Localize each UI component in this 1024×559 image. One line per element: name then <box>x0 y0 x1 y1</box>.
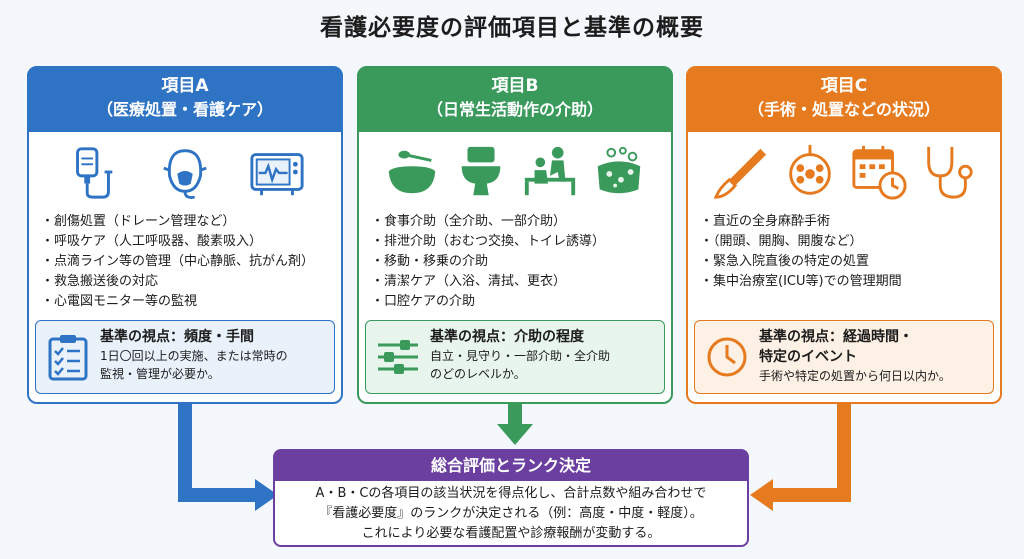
card-a-basis-box: 基準の視点：頻度・手間 1日〇回以上の実施、または常時の 監視・管理が必要か。 <box>35 320 335 394</box>
card-a-basis-desc-2: 監視・管理が必要か。 <box>100 367 220 381</box>
card-c-header: 項目C （手術・処置などの状況） <box>686 66 1002 132</box>
card-b-item-list: 食事介助（全介助、一部介助） 排泄介助（おむつ交換、トイレ誘導） 移動・移乗の介… <box>371 212 667 312</box>
card-c-basis-title: 基準の視点：経過時間・ <box>759 329 913 345</box>
card-b-basis-desc-1: 自立・見守り・一部介助・全介助 <box>430 349 611 363</box>
clock-icon <box>707 337 747 377</box>
summary-line-2: 『看護必要度』のランクが決定される（例：高度・中度・軽度）。 <box>319 506 703 521</box>
list-item: 創傷処置（ドレーン管理など） <box>41 212 337 232</box>
list-item: 移動・移乗の介助 <box>371 252 667 272</box>
card-c-item-list: 直近の全身麻酔手術 （開頭、開胸、開腹など） 緊急入院直後の特定の処置 集中治療… <box>700 212 996 292</box>
scalpel-icon <box>713 148 766 199</box>
list-item: 排泄介助（おむつ交換、トイレ誘導） <box>371 232 667 252</box>
clipboard-checklist-icon <box>48 335 88 381</box>
list-item: 呼吸ケア（人工呼吸器、酸素吸入） <box>41 232 337 252</box>
card-a-item-list: 創傷処置（ドレーン管理など） 呼吸ケア（人工呼吸器、酸素吸入） 点滴ライン等の管… <box>41 212 337 312</box>
summary-box: 総合評価とランク決定 A・B・Cの各項目の該当状況を得点化し、合計点数や組み合わ… <box>273 449 749 547</box>
list-item-continuation: （開頭、開胸、開腹など） <box>700 232 996 252</box>
card-c-icons <box>688 140 1000 204</box>
card-a-header: 項目A （医療処置・看護ケア） <box>27 66 343 132</box>
card-b-basis-desc-2: のどのレベルか。 <box>430 367 526 381</box>
card-c-title: 項目C <box>820 76 868 96</box>
list-item: 集中治療室(ICU等)での管理期間 <box>700 272 996 292</box>
iv-drip-icon <box>76 147 113 199</box>
bowl-spoon-icon <box>388 150 435 194</box>
card-item-b: 項目B （日常生活動作の介助） <box>357 66 673 404</box>
arrow-a-to-summary <box>178 404 258 502</box>
card-b-icons <box>359 140 671 204</box>
summary-line-1: A・B・Cの各項目の該当状況を得点化し、合計点数や組み合わせで <box>315 486 707 501</box>
calendar-clock-icon <box>851 145 907 200</box>
card-a-subtitle: （医療処置・看護ケア） <box>96 100 273 119</box>
card-b-basis-box: 基準の視点：介助の程度 自立・見守り・一部介助・全介助 のどのレベルか。 <box>365 320 665 394</box>
summary-body: A・B・Cの各項目の該当状況を得点化し、合計点数や組み合わせで 『看護必要度』の… <box>275 481 747 544</box>
surgical-light-icon <box>788 144 831 195</box>
card-a-basis-title: 基準の視点：頻度・手間 <box>100 329 254 345</box>
stethoscope-icon <box>926 146 973 199</box>
summary-line-3: これにより必要な看護配置や診療報酬が変動する。 <box>361 526 661 541</box>
list-item: 心電図モニター等の監視 <box>41 292 337 312</box>
caregiver-assist-icon <box>524 146 575 196</box>
arrow-c-to-summary <box>770 404 851 502</box>
arrow-b-head <box>497 424 533 445</box>
card-c-basis-title-2: 特定のイベント <box>759 349 857 365</box>
ecg-monitor-icon <box>250 153 304 196</box>
list-item: 救急搬送後の対応 <box>41 272 337 292</box>
card-a-basis-desc-1: 1日〇回以上の実施、または常時の <box>100 349 288 363</box>
card-item-c: 項目C （手術・処置などの状況） <box>686 66 1002 404</box>
arrow-b-shaft <box>508 404 522 426</box>
list-item: 緊急入院直後の特定の処置 <box>700 252 996 272</box>
list-item: 清潔ケア（入浴、清拭、更衣） <box>371 272 667 292</box>
page-title: 看護必要度の評価項目と基準の概要 <box>320 15 704 41</box>
list-item: 点滴ライン等の管理（中心静脈、抗がん剤） <box>41 252 337 272</box>
toilet-icon <box>461 146 500 196</box>
card-item-a: 項目A （医療処置・看護ケア） 創傷処置（ドレー <box>27 66 343 404</box>
list-item: 食事介助（全介助、一部介助） <box>371 212 667 232</box>
card-b-subtitle: （日常生活動作の介助） <box>426 100 603 119</box>
card-c-subtitle: （手術・処置などの状況） <box>747 100 940 119</box>
sponge-bath-icon <box>597 146 640 194</box>
card-c-basis-box: 基準の視点：経過時間・ 特定のイベント 手術や特定の処置から何日以内か。 <box>694 320 994 394</box>
arrow-c-head <box>750 479 773 511</box>
card-c-basis-desc-1: 手術や特定の処置から何日以内か。 <box>759 369 951 383</box>
card-a-title: 項目A <box>161 76 209 96</box>
card-b-header: 項目B （日常生活動作の介助） <box>357 66 673 132</box>
summary-title: 総合評価とランク決定 <box>275 451 747 481</box>
oxygen-mask-icon <box>163 149 207 199</box>
card-b-title: 項目B <box>491 76 539 96</box>
card-b-basis-title: 基準の視点：介助の程度 <box>430 329 584 345</box>
card-a-icons <box>29 140 341 204</box>
sliders-level-icon <box>378 340 418 374</box>
list-item: 直近の全身麻酔手術 <box>700 212 996 232</box>
list-item: 口腔ケアの介助 <box>371 292 667 312</box>
